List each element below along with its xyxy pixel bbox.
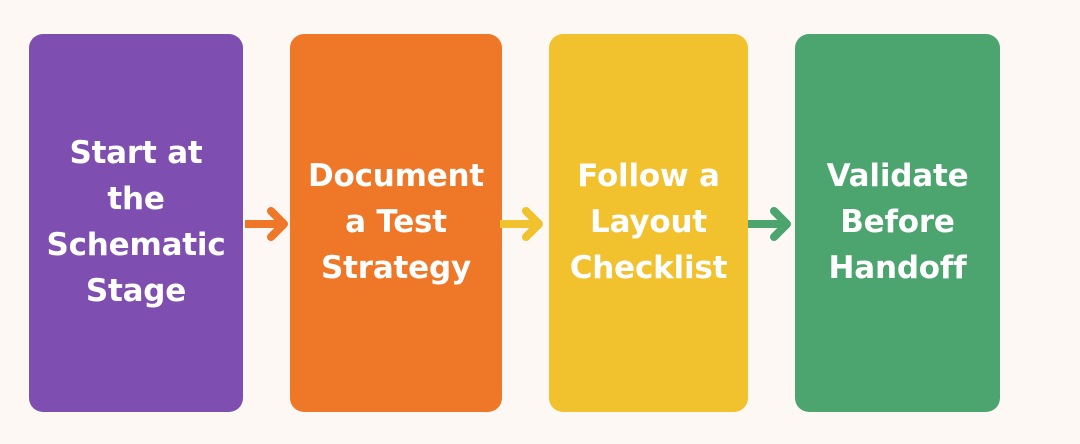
arrow-right-icon-2 (500, 202, 548, 246)
process-step-2-label: Document a Test Strategy (307, 158, 485, 286)
arrow-right-icon-3 (748, 202, 796, 246)
process-step-4-label: Validate Before Handoff (826, 158, 969, 286)
process-step-3[interactable]: Follow a Layout Checklist (549, 34, 748, 412)
arrow-right-icon-1 (245, 202, 293, 246)
process-step-4[interactable]: Validate Before Handoff (795, 34, 1000, 412)
process-step-1[interactable]: Start at the Schematic Stage (29, 34, 243, 412)
arrow-right-glyph-2 (500, 207, 543, 241)
process-step-1-label: Start at the Schematic Stage (46, 135, 226, 309)
process-step-2[interactable]: Document a Test Strategy (290, 34, 502, 412)
arrow-right-glyph-3 (748, 207, 791, 241)
arrow-right-glyph-1 (245, 207, 288, 241)
process-step-3-label: Follow a Layout Checklist (569, 158, 728, 286)
